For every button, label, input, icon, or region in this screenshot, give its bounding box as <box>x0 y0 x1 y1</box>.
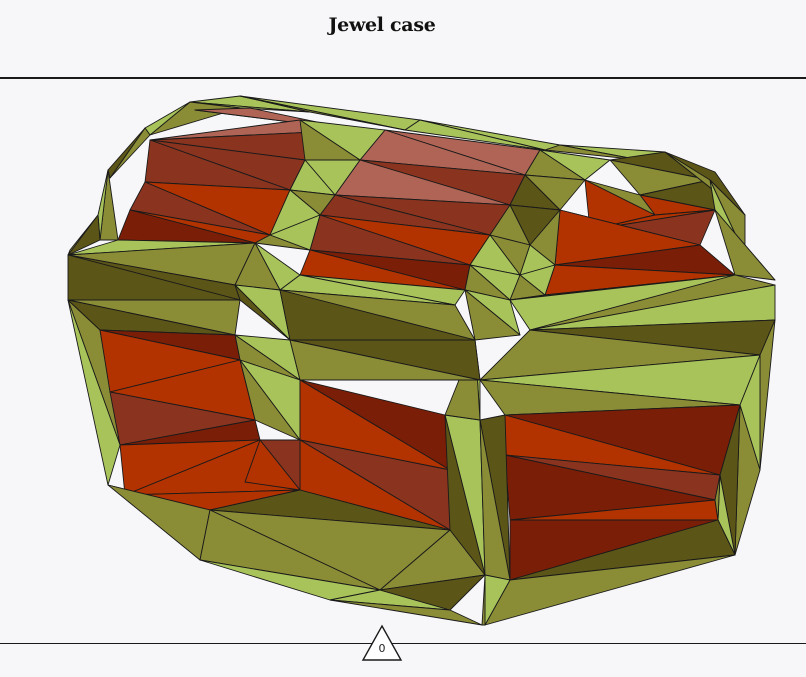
triangle-icon <box>361 624 403 661</box>
facet[interactable] <box>67 214 99 256</box>
facet[interactable] <box>464 289 521 341</box>
facet[interactable] <box>109 127 151 179</box>
facet[interactable] <box>714 474 721 521</box>
jewel-case-model[interactable] <box>0 79 806 642</box>
facet[interactable] <box>329 599 483 626</box>
model-viewport[interactable] <box>0 79 806 642</box>
facet[interactable] <box>107 127 146 179</box>
move-counter-value: 0 <box>378 642 386 655</box>
top-divider <box>0 77 806 79</box>
facet[interactable] <box>544 144 641 161</box>
facet[interactable] <box>67 299 121 486</box>
bottom-divider <box>0 643 806 644</box>
facet[interactable] <box>404 119 546 151</box>
facet[interactable] <box>254 234 311 251</box>
facet[interactable] <box>714 209 776 281</box>
facet[interactable] <box>239 95 406 131</box>
facet[interactable] <box>289 339 481 381</box>
facet[interactable] <box>234 284 291 341</box>
move-counter-button[interactable]: 0 <box>361 624 403 662</box>
puzzle-title: Jewel case <box>328 14 436 36</box>
facet[interactable] <box>481 574 486 626</box>
facet[interactable] <box>379 574 486 611</box>
facet[interactable] <box>444 414 486 576</box>
facet[interactable] <box>244 439 301 491</box>
